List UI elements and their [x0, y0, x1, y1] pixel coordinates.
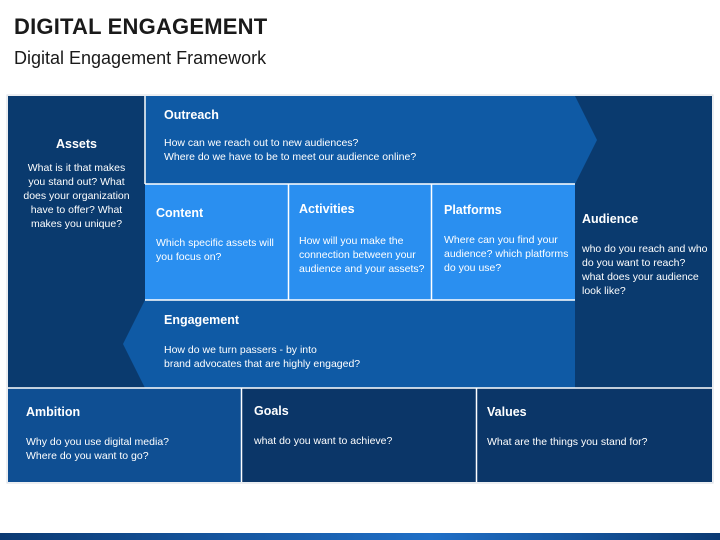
activities-text: How will you make the connection between…	[299, 235, 425, 275]
assets-text: What is it that makes you stand out? Wha…	[23, 162, 130, 230]
content-block: Content Which specific assets will you f…	[156, 206, 284, 264]
page-subtitle: Digital Engagement Framework	[14, 48, 267, 68]
values-block: Values What are the things you stand for…	[487, 405, 707, 449]
activities-panel	[289, 184, 431, 300]
audience-panel	[575, 96, 712, 388]
values-heading: Values	[487, 405, 527, 419]
outreach-block: Outreach How can we reach out to new aud…	[164, 108, 564, 164]
activities-block: Activities How will you make the connect…	[299, 202, 429, 276]
audience-heading: Audience	[582, 212, 639, 226]
audience-text: who do you reach and who do you want to …	[582, 243, 708, 297]
goals-block: Goals what do you want to achieve?	[254, 404, 469, 448]
assets-block: Assets What is it that makes you stand o…	[8, 137, 145, 231]
outreach-text-line1: How can we reach out to new audiences?	[164, 137, 359, 149]
values-panel	[477, 388, 712, 482]
activities-heading: Activities	[299, 202, 355, 216]
engagement-text-line1: How do we turn passers - by into	[164, 344, 317, 356]
platforms-panel	[432, 184, 575, 300]
engagement-text-line2: brand advocates that are highly engaged?	[164, 358, 361, 370]
content-text: Which specific assets will you focus on?	[156, 237, 274, 263]
assets-heading: Assets	[56, 137, 97, 151]
platforms-block: Platforms Where can you find your audien…	[444, 203, 570, 275]
audience-block: Audience who do you reach and who do you…	[582, 212, 708, 298]
page-title: DIGITAL ENGAGEMENT	[14, 14, 268, 39]
ambition-heading: Ambition	[26, 405, 81, 419]
platforms-heading: Platforms	[444, 203, 502, 217]
goals-text: what do you want to achieve?	[254, 435, 393, 447]
ambition-text-line2: Where do you want to go?	[26, 450, 149, 462]
engagement-block: Engagement How do we turn passers - by i…	[164, 313, 564, 371]
platforms-text: Where can you find your audience? which …	[444, 234, 569, 274]
footer-accent-bar	[0, 533, 720, 540]
content-panel	[145, 184, 288, 300]
assets-panel	[8, 96, 145, 388]
ambition-text-line1: Why do you use digital media?	[26, 436, 169, 448]
engagement-heading: Engagement	[164, 313, 240, 327]
content-heading: Content	[156, 206, 204, 220]
engagement-arrow	[123, 300, 575, 388]
values-text: What are the things you stand for?	[487, 436, 648, 448]
ambition-panel	[8, 388, 241, 482]
goals-panel	[242, 388, 476, 482]
ambition-block: Ambition Why do you use digital media? W…	[26, 405, 236, 463]
outreach-arrow	[145, 96, 597, 184]
outreach-text-line2: Where do we have to be to meet our audie…	[164, 151, 417, 163]
goals-heading: Goals	[254, 404, 289, 418]
outreach-heading: Outreach	[164, 108, 219, 122]
